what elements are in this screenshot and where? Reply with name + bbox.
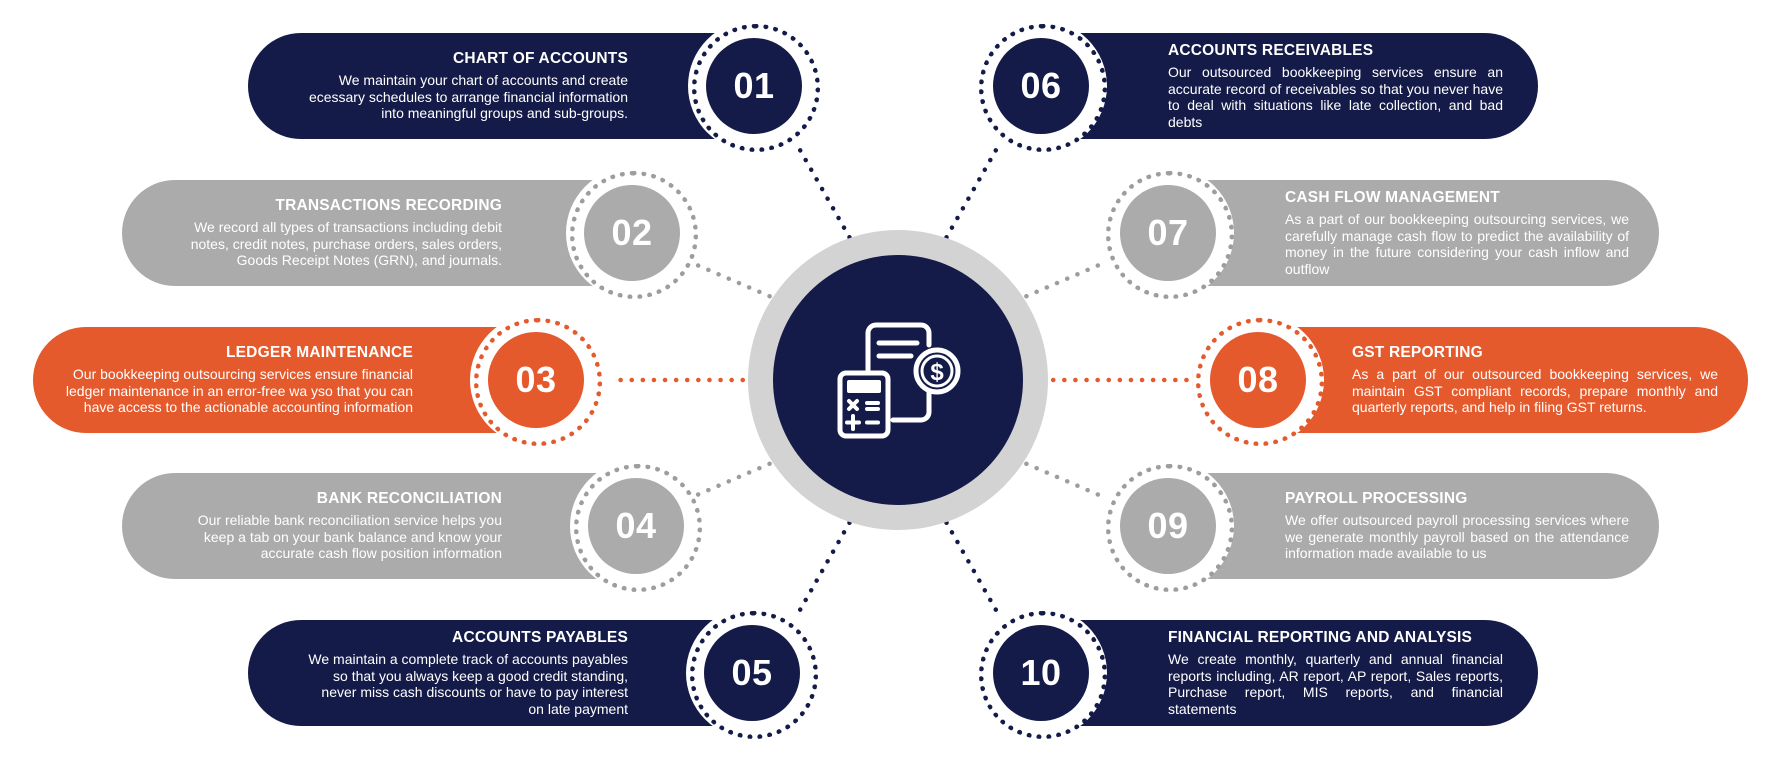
step-description: We record all types of transactions incl… <box>190 219 502 269</box>
step-title: CHART OF ACCOUNTS <box>452 50 628 68</box>
step-description: We maintain a complete track of accounts… <box>308 651 628 717</box>
step-badge-04: 04 <box>570 460 702 592</box>
step-number: 01 <box>706 38 802 134</box>
step-number: 04 <box>588 478 684 574</box>
step-badge-01: 01 <box>688 20 820 152</box>
step-number: 10 <box>993 625 1089 721</box>
step-title: PAYROLL PROCESSING <box>1285 490 1468 508</box>
connector-06 <box>938 147 999 250</box>
badge-dotted-ring <box>690 611 818 739</box>
step-badge-02: 02 <box>566 167 698 299</box>
step-title: TRANSACTIONS RECORDING <box>275 197 502 215</box>
badge-dotted-ring <box>474 318 602 446</box>
step-badge-10: 10 <box>975 607 1107 739</box>
step-description: We offer outsourced payroll processing s… <box>1285 512 1629 562</box>
step-badge-05: 05 <box>686 607 818 739</box>
step-badge-07: 07 <box>1102 167 1234 299</box>
step-description: Our outsourced bookkeeping services ensu… <box>1168 64 1503 130</box>
step-description: Our bookkeeping outsourcing services ens… <box>65 366 413 416</box>
badge-dotted-ring <box>692 24 820 152</box>
step-number: 08 <box>1210 332 1306 428</box>
step-number: 09 <box>1120 478 1216 574</box>
connector-07 <box>1003 259 1109 308</box>
connector-01 <box>797 147 858 250</box>
step-badge-06: 06 <box>975 20 1107 152</box>
step-description: Our reliable bank reconciliation service… <box>197 512 502 562</box>
step-number: 07 <box>1120 185 1216 281</box>
badge-dotted-ring <box>979 24 1107 152</box>
connector-04 <box>687 452 793 501</box>
invoice-calculator-dollar-icon: $ <box>837 322 961 439</box>
badge-dotted-ring <box>979 611 1107 739</box>
step-number: 03 <box>488 332 584 428</box>
badge-dotted-ring <box>1106 171 1234 299</box>
step-number: 06 <box>993 38 1089 134</box>
step-badge-09: 09 <box>1102 460 1234 592</box>
step-number: 05 <box>704 625 800 721</box>
hub-circle <box>773 255 1023 505</box>
step-title: ACCOUNTS PAYABLES <box>452 629 628 646</box>
connector-05 <box>797 510 858 613</box>
badge-dotted-ring <box>1196 318 1324 446</box>
step-description: We create monthly, quarterly and annual … <box>1168 651 1503 717</box>
step-badge-08: 08 <box>1192 314 1324 446</box>
connector-10 <box>938 510 999 613</box>
step-number: 02 <box>584 185 680 281</box>
badge-dotted-ring <box>1106 464 1234 592</box>
step-title: LEDGER MAINTENANCE <box>225 344 413 362</box>
connector-09 <box>1003 452 1109 501</box>
connector-02 <box>687 259 793 308</box>
badge-dotted-ring <box>570 171 698 299</box>
step-description: As a part of our bookkeeping outsourcing… <box>1285 211 1629 277</box>
step-title: FINANCIAL REPORTING AND ANALYSIS <box>1168 629 1473 646</box>
step-badge-03: 03 <box>470 314 602 446</box>
svg-text:$: $ <box>930 359 944 386</box>
badge-dotted-ring <box>574 464 702 592</box>
step-title: ACCOUNTS RECEIVABLES <box>1168 42 1374 59</box>
step-title: BANK RECONCILIATION <box>316 490 502 508</box>
step-description: We maintain your chart of accounts and c… <box>308 72 628 122</box>
step-title: GST REPORTING <box>1352 344 1483 362</box>
step-card-02: TRANSACTIONS RECORDING We record all typ… <box>122 180 662 286</box>
step-title: CASH FLOW MANAGEMENT <box>1285 189 1500 206</box>
step-description: As a part of our outsourced bookkeeping … <box>1352 366 1718 416</box>
